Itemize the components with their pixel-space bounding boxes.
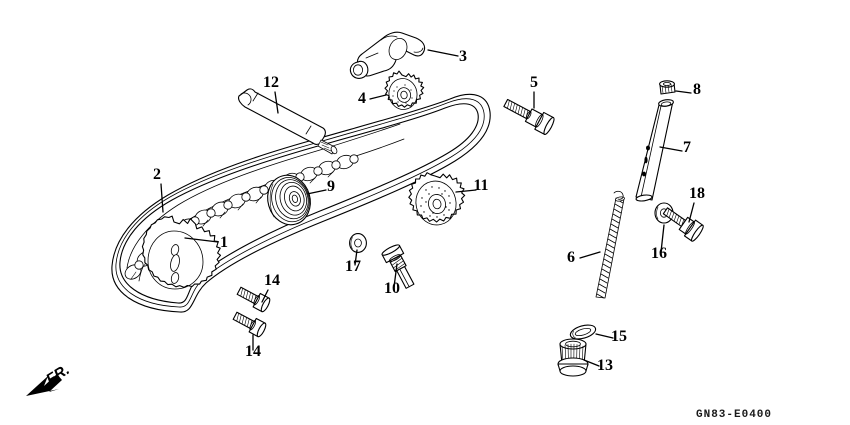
callout-number-roller-washer: 17 [345, 258, 361, 275]
callout-number-pivot-bolt: 5 [530, 74, 538, 91]
roller-bolt [381, 244, 415, 289]
sprocket-stipple [420, 186, 451, 218]
pivot-bolt [503, 98, 555, 136]
callout-number-tensioner-pivot-pin: 12 [263, 74, 279, 91]
leader-tensioner-push-rod [659, 146, 683, 152]
spring-coils [596, 198, 624, 299]
callout-number-cam-sprocket: 1 [220, 234, 228, 251]
leader-tensioner-sprocket [455, 189, 477, 193]
callout-number-push-rod-cap: 8 [693, 81, 701, 98]
roller-washer [349, 233, 367, 253]
callout-number-tensioner-roller-small: 4 [358, 90, 366, 107]
cam-sprocket [141, 215, 222, 290]
leader-chain-guide-roller [306, 189, 327, 195]
callout-number-tensioner-push-rod: 7 [683, 139, 691, 156]
leader-tensioner-arm [427, 49, 459, 57]
callout-number-sealing-washer: 15 [611, 328, 627, 345]
leader-cam-chain [160, 183, 164, 213]
callout-number-tensioner-arm: 3 [459, 48, 467, 65]
sealing-bolt [557, 338, 589, 377]
callout-number-tensioner-spring: 6 [567, 249, 575, 266]
leader-tensioner-pivot-pin [274, 91, 279, 114]
callout-number-sealing-bolt: 13 [597, 357, 613, 374]
front-orientation-marker: FR. [26, 361, 73, 396]
tensioner-roller-small [384, 70, 425, 110]
leader-mounting-bolt [688, 202, 695, 223]
leader-cam-sprocket [184, 237, 219, 243]
push-rod-holes [642, 145, 650, 177]
leader-roller-washer [354, 249, 358, 266]
callout-number-tensioner-sprocket: 11 [473, 177, 488, 194]
chain-guide-roller [267, 174, 311, 226]
callout-number-guide-bolt-upper: 14 [264, 272, 280, 289]
leader-roller-bolt [393, 263, 398, 288]
leader-tensioner-spring [579, 251, 601, 259]
mounting-bolt [662, 207, 704, 242]
callout-number-guide-bolt-lower: 14 [245, 343, 261, 360]
sealing-washer [569, 324, 597, 340]
guide-bolt-lower [232, 311, 267, 338]
tensioner-arm [349, 31, 426, 79]
tensioner-spring [595, 190, 625, 299]
callout-number-roller-bolt: 10 [384, 280, 400, 297]
leader-tensioner-roller-small [369, 94, 387, 100]
leader-sealing-washer [595, 333, 614, 339]
callout-number-chain-guide-roller: 9 [327, 178, 335, 195]
tensioner-push-rod [635, 99, 674, 202]
callout-number-cam-chain: 2 [153, 166, 161, 183]
diagram-code: GN83-E0400 [696, 409, 772, 421]
tensioner-sprocket [408, 172, 466, 226]
leader-guide-bolt-upper [261, 289, 269, 303]
callout-number-plain-washer: 16 [651, 245, 667, 262]
leader-push-rod-cap [675, 90, 692, 94]
guide-bolt-upper [236, 286, 271, 313]
leader-plain-washer [660, 224, 665, 253]
push-rod-cap [659, 80, 676, 95]
callout-number-mounting-bolt: 18 [689, 185, 705, 202]
callout-leaders [160, 49, 695, 367]
tensioner-pivot-pin [238, 88, 338, 155]
leader-sealing-bolt [583, 359, 600, 367]
